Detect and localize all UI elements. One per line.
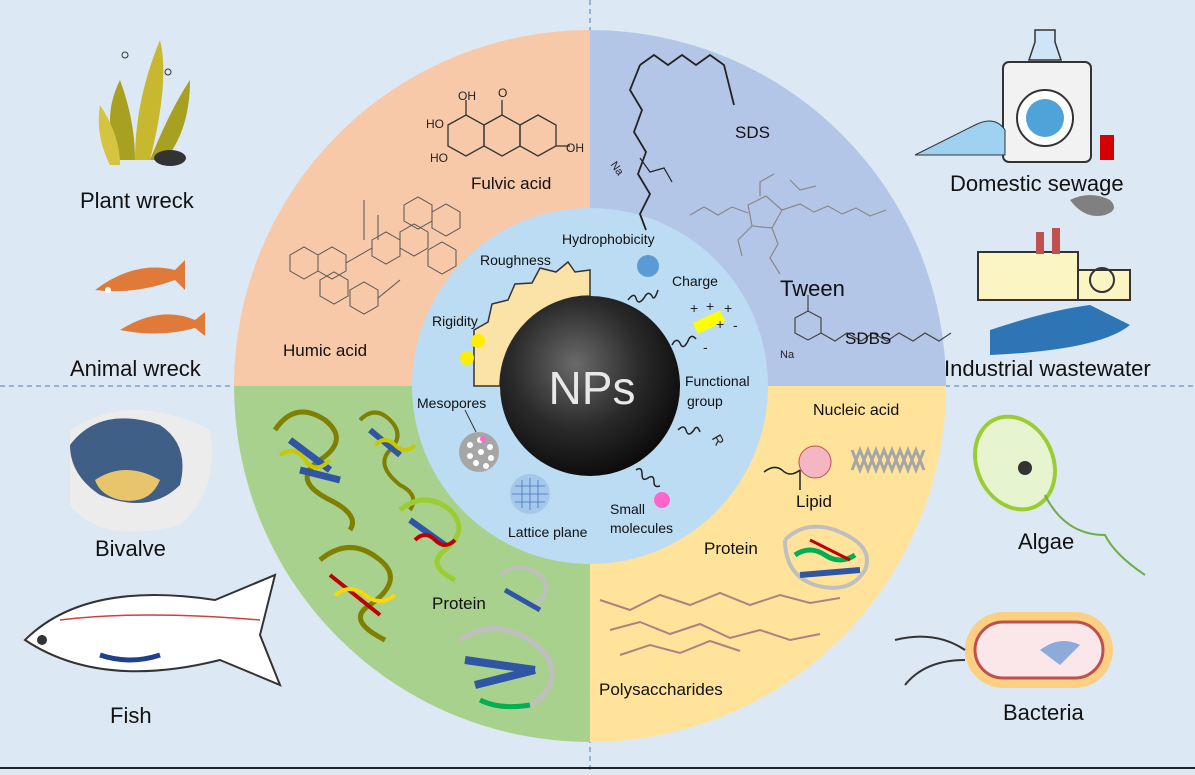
fulvic-oh-top: OH xyxy=(458,89,476,103)
small-molecules-label-line2: molecules xyxy=(610,520,673,536)
sdbs-label: SDBS xyxy=(845,329,891,348)
fulvic-acid-label: Fulvic acid xyxy=(471,174,551,193)
sdbs-na: Na xyxy=(780,349,795,361)
fulvic-acid-structure xyxy=(447,100,570,157)
protein-ribbon-4 xyxy=(318,545,397,643)
humic-acid-label: Humic acid xyxy=(283,341,367,360)
sdbs-structure xyxy=(794,295,952,342)
charge-plus-3: + xyxy=(724,300,732,316)
tween-structure xyxy=(689,173,887,275)
industrial-wastewater-label: Industrial wastewater xyxy=(944,356,1151,381)
lattice-plane-icon xyxy=(510,474,550,514)
functional-group-label-line1: Functional xyxy=(685,373,750,389)
charge-plus-1: + xyxy=(690,300,698,316)
bivalve-icon xyxy=(70,410,212,532)
fulvic-ho-bottom: HO xyxy=(430,151,448,165)
center-label: NPs xyxy=(549,362,636,414)
functional-group-label-line2: group xyxy=(687,393,723,409)
nucleic-acid-label: Nucleic acid xyxy=(813,402,899,419)
charge-minus-1: - xyxy=(733,317,738,333)
small-molecules-label-line1: Small xyxy=(610,501,645,517)
charge-label: Charge xyxy=(672,273,718,289)
plant-wreck-icon xyxy=(98,40,190,166)
hydrophobicity-label: Hydrophobicity xyxy=(562,231,655,247)
bacteria-icon xyxy=(894,612,1113,688)
bivalve-label: Bivalve xyxy=(95,536,166,561)
animal-wreck-label: Animal wreck xyxy=(70,356,202,381)
dna-helix-icon xyxy=(850,445,926,475)
nanoparticle-core xyxy=(500,296,680,476)
sds-chain xyxy=(628,53,735,231)
lipid-icon xyxy=(763,445,832,490)
lattice-plane-label: Lattice plane xyxy=(508,524,588,540)
animal-wreck-icon xyxy=(95,260,205,336)
fish-label: Fish xyxy=(110,703,152,728)
lipid-label: Lipid xyxy=(796,492,832,511)
tween-label: Tween xyxy=(780,276,845,301)
fulvic-oh-right: OH xyxy=(566,141,584,155)
charge-minus-2: - xyxy=(703,339,708,355)
protein-ribbon-bottom-right xyxy=(783,524,869,590)
fulvic-ho-left: HO xyxy=(426,117,444,131)
industrial-wastewater-icon xyxy=(977,195,1131,355)
sds-sulfate-head xyxy=(639,157,673,183)
polysaccharides-label: Polysaccharides xyxy=(599,680,723,699)
domestic-sewage-icon xyxy=(914,29,1114,163)
protein-ribbon-6 xyxy=(458,626,555,710)
roughness-label: Roughness xyxy=(480,252,551,268)
rigidity-dots-icon xyxy=(460,334,485,365)
protein-label-bottom-right: Protein xyxy=(704,539,758,558)
charge-plus-4: + xyxy=(716,316,724,332)
charge-plus-2: + xyxy=(706,298,714,314)
bacteria-label: Bacteria xyxy=(1003,700,1084,725)
algae-icon xyxy=(973,414,1146,576)
plant-wreck-label: Plant wreck xyxy=(80,188,195,213)
rigidity-label: Rigidity xyxy=(432,313,478,329)
protein-ribbon-5 xyxy=(498,565,549,613)
mesopore-particle-icon xyxy=(459,409,499,472)
polysaccharide-structure xyxy=(599,591,841,656)
mesopores-label: Mesopores xyxy=(417,395,486,411)
charge-chain-icon xyxy=(671,310,726,348)
sds-label: SDS xyxy=(735,123,770,142)
protein-ribbon-1 xyxy=(272,409,355,532)
small-molecule-chain-icon xyxy=(635,467,670,508)
humic-acid-structure xyxy=(289,196,461,315)
protein-label-bottom-left: Protein xyxy=(432,594,486,613)
domestic-sewage-label: Domestic sewage xyxy=(950,171,1124,196)
algae-label: Algae xyxy=(1018,529,1074,554)
hydrophobic-chain-icon xyxy=(627,255,659,303)
fish-icon xyxy=(23,573,282,687)
protein-ribbon-3 xyxy=(398,497,462,583)
functional-group-chain-icon xyxy=(677,426,701,435)
protein-ribbon-2 xyxy=(358,410,417,512)
fulvic-o-top: O xyxy=(498,86,507,100)
